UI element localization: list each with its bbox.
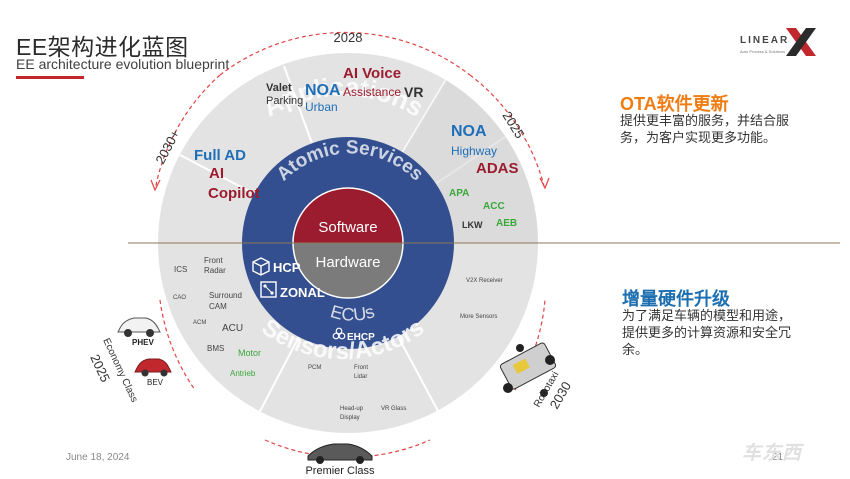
- premier-car-illustration: [307, 443, 373, 464]
- footer-date: June 18, 2024: [66, 452, 130, 463]
- sensor-headup-1: Head-up: [340, 406, 364, 412]
- software-label: Software: [318, 219, 377, 236]
- app-highway: Highway: [451, 144, 497, 158]
- ehcp-label: EHCP: [347, 332, 375, 343]
- app-apa: APA: [449, 188, 469, 199]
- hardware-core: [293, 243, 403, 298]
- arrow-head-right: [539, 177, 550, 190]
- timeline-arc-lower-left: [159, 299, 196, 391]
- hcp-label: HCP: [273, 260, 301, 275]
- bev-label: BEV: [147, 378, 164, 387]
- app-full-ad: Full AD: [194, 147, 246, 164]
- sensor-front-lidar-2: Lidar: [354, 374, 367, 380]
- robotaxi-chassis-illustration: [499, 342, 557, 397]
- sensor-headup-2: Display: [340, 415, 360, 421]
- ecus-ring-label: ECUs: [328, 301, 377, 325]
- sensor-front-radar-2: Radar: [204, 266, 226, 275]
- phev-car-illustration: PHEV: [117, 317, 161, 347]
- app-aeb: AEB: [496, 218, 517, 229]
- sensor-acu: ACU: [222, 323, 243, 334]
- title-underline: [16, 76, 84, 79]
- app-acc: ACC: [483, 201, 505, 212]
- app-noa-highway-title: NOA: [451, 123, 487, 140]
- ota-title: OTA软件更新: [620, 94, 729, 114]
- sensor-bms: BMS: [207, 344, 224, 353]
- sensor-front-radar-1: Front: [204, 256, 223, 265]
- premier-class-label: Premier Class: [305, 465, 375, 477]
- app-ai-voice: AI Voice: [343, 65, 401, 82]
- app-adas: ADAS: [476, 160, 519, 177]
- app-valet: Valet: [266, 82, 292, 94]
- sensor-v2x: V2X Receiver: [466, 278, 503, 284]
- app-ai: AI: [209, 165, 224, 182]
- timeline-arc-right: [469, 74, 546, 191]
- app-assistance: Assistance: [343, 85, 401, 99]
- hardware-label: Hardware: [315, 254, 380, 271]
- logo-text: LINEAR: [740, 35, 790, 46]
- hardware-upgrade-title: 增量硬件升级: [622, 289, 730, 309]
- sensor-antrieb: Antrieb: [230, 369, 256, 378]
- year-2028: 2028: [334, 30, 363, 45]
- page-subtitle: EE architecture evolution blueprint: [16, 56, 230, 72]
- sensor-surround-2: CAM: [209, 302, 227, 311]
- sensor-front-lidar-1: Front: [354, 365, 368, 371]
- app-lkw: LKW: [462, 220, 483, 230]
- sensor-surround-1: Surround: [209, 291, 242, 300]
- ehcp-group: EHCP: [332, 327, 375, 343]
- sensor-more-sensors: More Sensors: [460, 314, 497, 320]
- linear-logo: LINEAR Auto Process & Solutions: [740, 26, 820, 60]
- zonal-group: ZONAL: [260, 281, 325, 300]
- zonal-network-icon: [260, 281, 277, 298]
- page-number: 21: [772, 452, 784, 463]
- zonal-label: ZONAL: [280, 285, 325, 300]
- hcp-group: HCP: [252, 257, 301, 276]
- applications-group: Valet Parking NOA Urban AI Voice Assista…: [194, 65, 519, 230]
- app-copilot: Copilot: [208, 185, 260, 202]
- timeline-arc-left: [154, 74, 221, 191]
- hardware-upgrade-description: 为了满足车辆的模型和用途，提供更多的计算资源和安全冗余。: [622, 308, 792, 357]
- sensor-acm: ACM: [193, 320, 206, 326]
- timeline-arc-top: [219, 31, 471, 76]
- sensors-group: ICS Front Radar CAO Surround CAM ACM ACU…: [173, 256, 503, 421]
- app-parking: Parking: [266, 95, 303, 107]
- sensor-pcm: PCM: [308, 365, 321, 371]
- app-urban: Urban: [305, 100, 338, 114]
- arrow-head-left: [150, 179, 161, 192]
- app-noa-urban-title: NOA: [305, 82, 341, 99]
- software-core: [293, 188, 403, 243]
- sensor-vr-glass: VR Glass: [381, 406, 406, 412]
- sensor-cao: CAO: [173, 295, 186, 301]
- app-vr: VR: [404, 84, 423, 100]
- page-title: EE架构进化蓝图: [16, 34, 189, 60]
- sensor-ics: ICS: [174, 265, 187, 274]
- hcp-cube-icon: [252, 257, 270, 276]
- phev-label: PHEV: [132, 338, 154, 347]
- bev-car-illustration: BEV: [134, 358, 172, 387]
- ota-description: 提供更丰富的服务，并结合服务，为客户实现更多功能。: [620, 113, 790, 145]
- logo-x-icon: [786, 28, 816, 56]
- watermark: 车东西: [742, 443, 803, 464]
- logo-tagline: Auto Process & Solutions: [740, 49, 786, 54]
- sensor-motor: Motor: [238, 348, 261, 358]
